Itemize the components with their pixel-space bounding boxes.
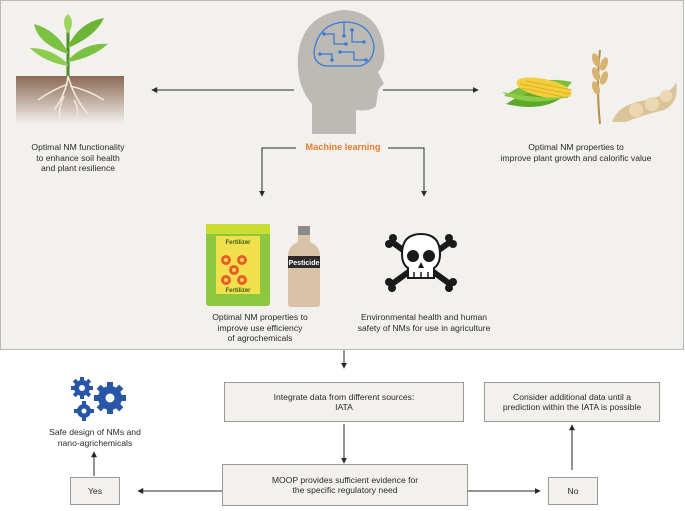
- fertilizer-bag-icon: Fertilizer Fertilizer: [206, 224, 270, 306]
- integrate-data-box: Integrate data from different sources:IA…: [224, 382, 464, 422]
- pesticide-bottle-icon: Pesticide: [288, 226, 320, 307]
- machine-learning-label: Machine learning: [305, 142, 381, 152]
- fertilizer-text: Fertilizer: [225, 240, 251, 246]
- plant-roots-icon: [16, 14, 124, 124]
- arrow-to-safety: [388, 147, 427, 197]
- no-box: No: [548, 477, 598, 505]
- arrow-to-agrochem: [259, 147, 296, 197]
- gears-icon: [71, 377, 126, 421]
- yes-box: Yes: [70, 477, 120, 505]
- fertilizer-text-lower: Fertilizer: [225, 288, 251, 294]
- skull-crossbones-icon: [385, 232, 457, 292]
- crops-icon: [502, 49, 677, 125]
- head-brain-icon: [297, 10, 385, 134]
- pesticide-text: Pesticide: [289, 260, 320, 267]
